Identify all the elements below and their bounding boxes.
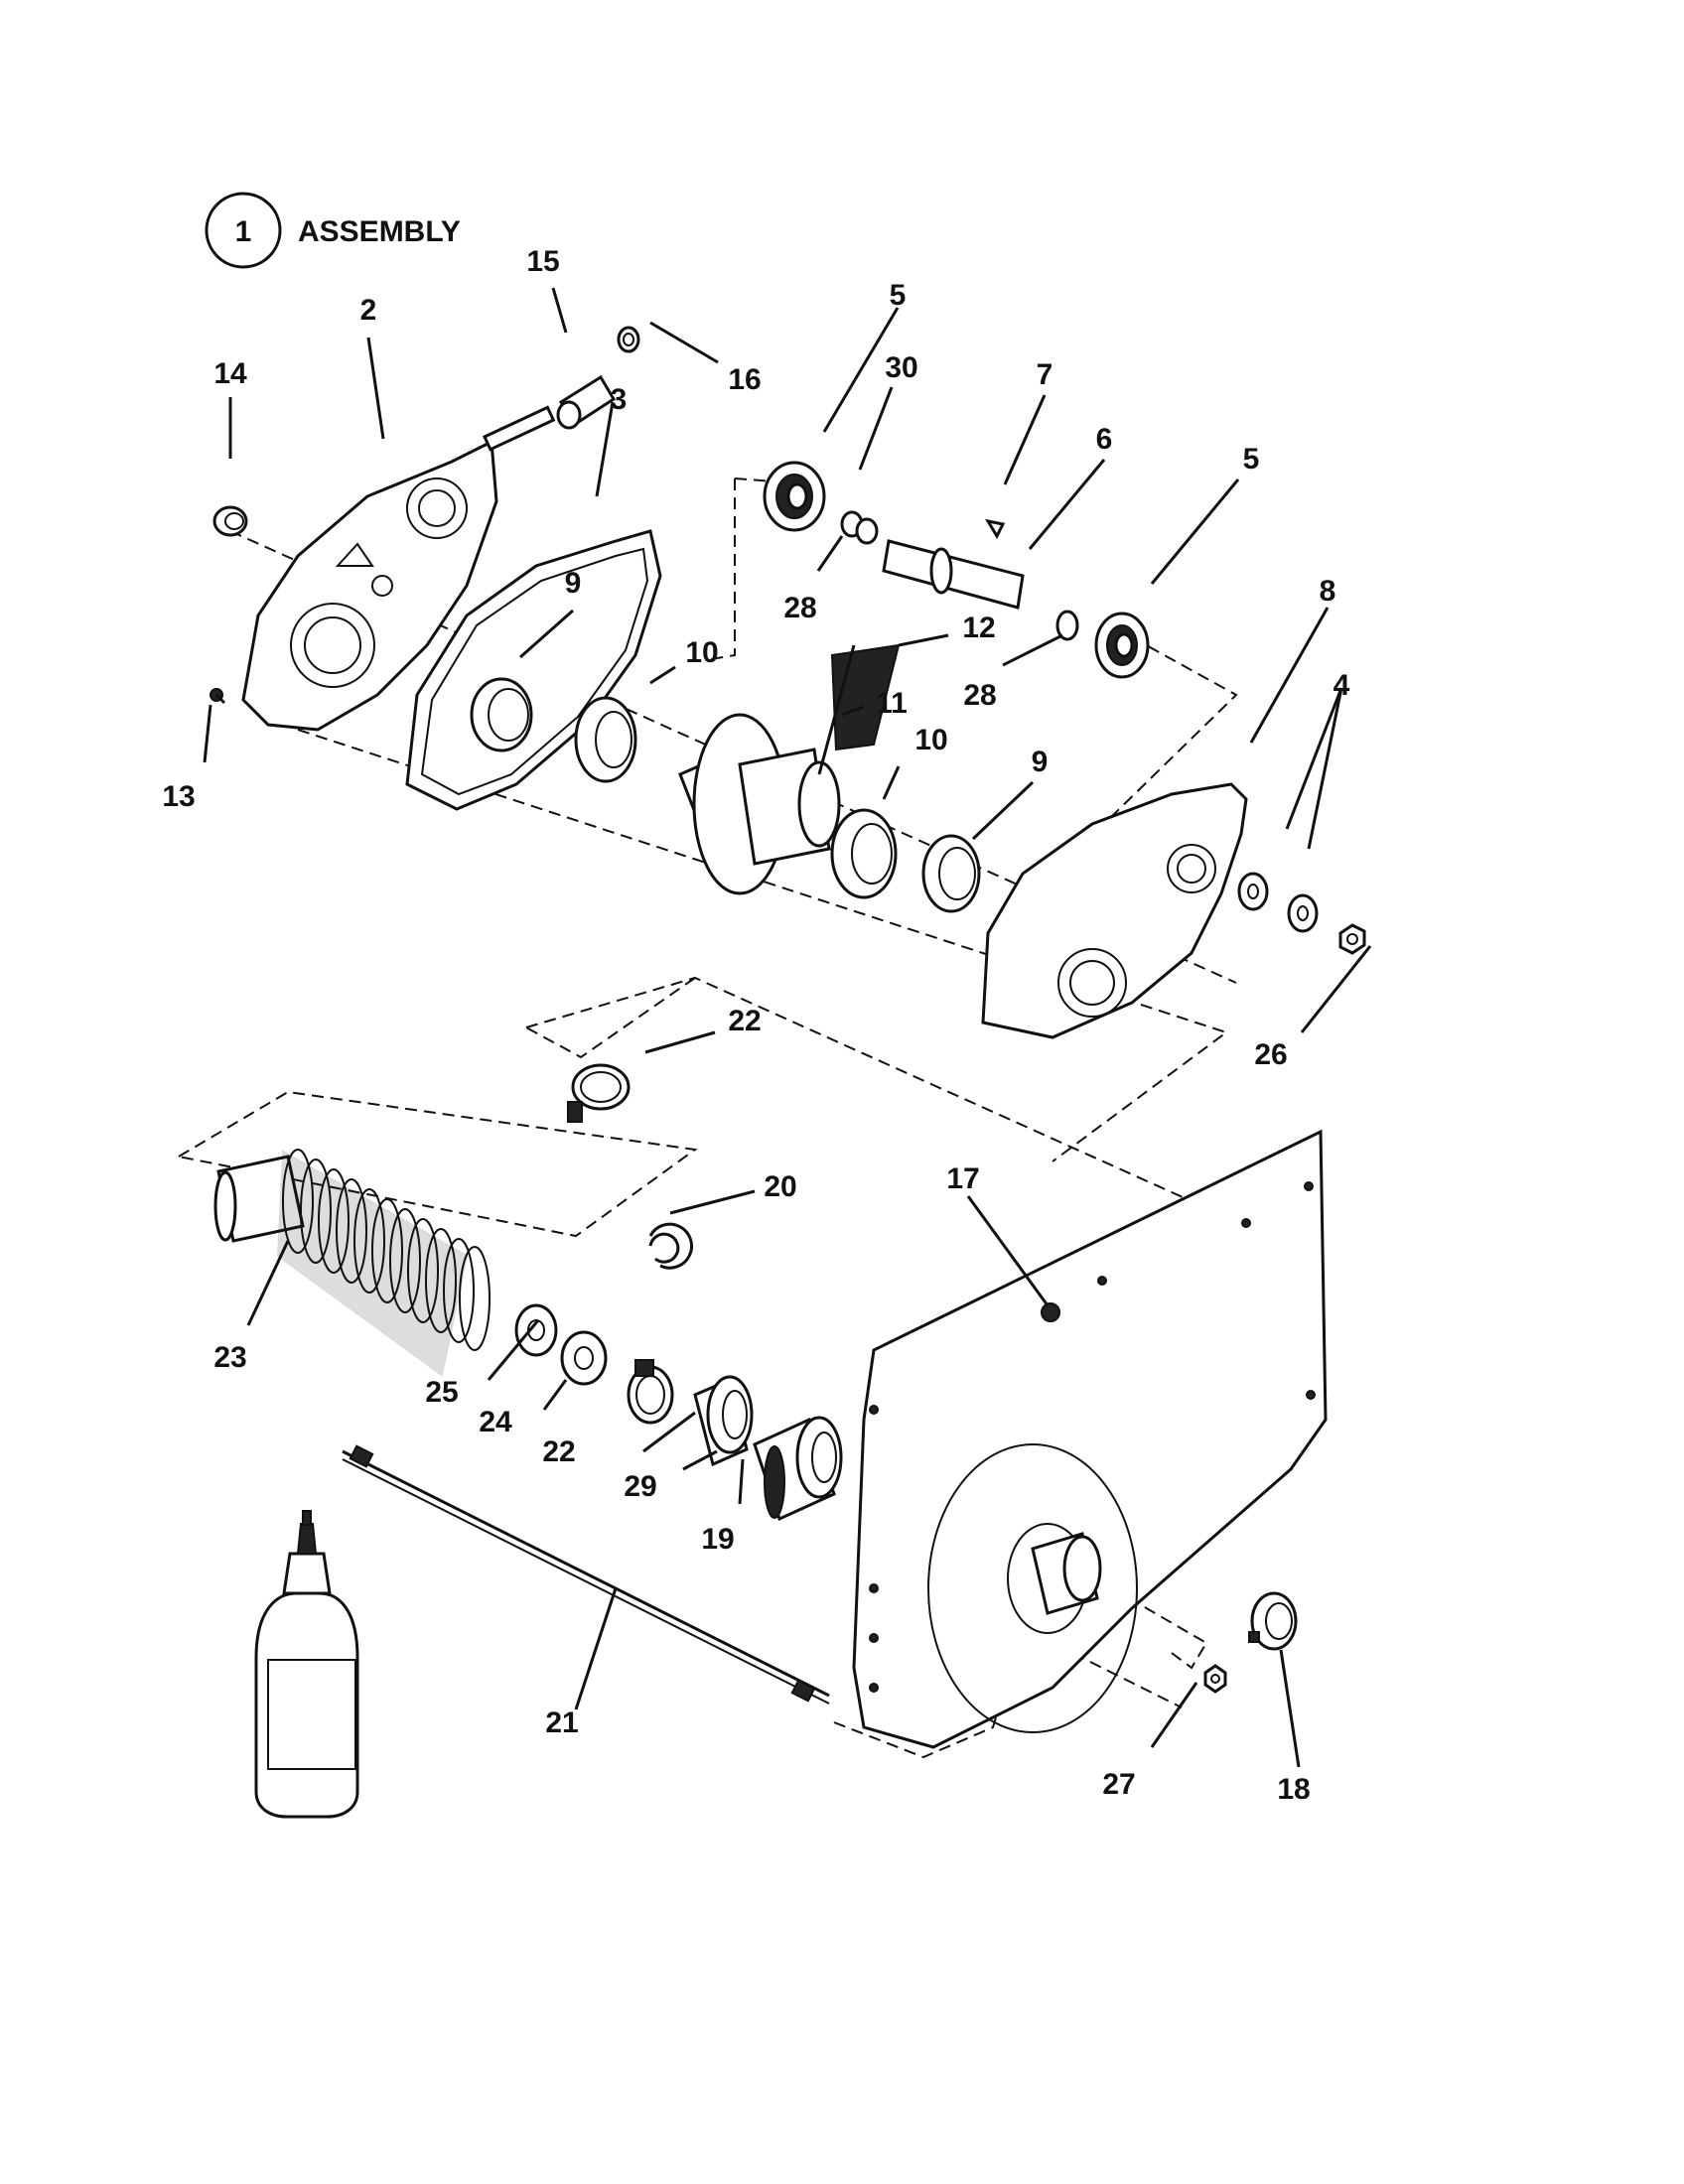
callout-17: 17 [946, 1162, 979, 1195]
part-22-clamp-upper [567, 1063, 631, 1123]
callout-25: 25 [425, 1376, 458, 1409]
part-19-bearing-sleeve [753, 1416, 843, 1522]
part-6-shaft [882, 539, 1025, 610]
callout-12: 12 [962, 612, 995, 644]
assembly-header: 1 ASSEMBLY [205, 192, 461, 269]
part-20-retaining-ring [648, 1222, 693, 1270]
part-23-boot [213, 1149, 491, 1377]
callout-15: 15 [526, 245, 559, 278]
part-5-bearing-left [763, 461, 826, 532]
assembly-number: 1 [235, 215, 252, 248]
part-8-housing-half [981, 782, 1248, 1039]
part-4-washers [1237, 872, 1319, 933]
callout-6: 6 [1096, 423, 1113, 456]
callout-7: 7 [1037, 358, 1053, 391]
part-18-flange-bearing [1248, 1591, 1298, 1651]
callout-22-upper: 22 [728, 1005, 761, 1037]
callout-9-left: 9 [565, 567, 582, 600]
callout-27: 27 [1102, 1768, 1135, 1801]
callout-22-lower: 22 [542, 1435, 575, 1468]
callout-20: 20 [764, 1170, 796, 1203]
part-11-sprocket [678, 713, 841, 895]
callout-30: 30 [885, 351, 917, 384]
part-29-bushing [693, 1375, 754, 1467]
part-25-shim [514, 1303, 558, 1357]
assembly-title: ASSEMBLY [298, 215, 461, 248]
callout-10-right: 10 [914, 724, 947, 756]
callout-28-right: 28 [963, 679, 996, 712]
part-5-bearing-right [1094, 612, 1150, 679]
part-22-clamp-lower [627, 1359, 674, 1425]
callout-16: 16 [728, 363, 761, 396]
part-9-bearing-left [470, 677, 533, 752]
part-13-fitting [210, 688, 226, 705]
callout-28-left: 28 [783, 592, 816, 624]
part-26-nut [1338, 923, 1366, 955]
callout-2: 2 [360, 294, 377, 327]
part-14-plug [212, 505, 248, 537]
part-10-seal-right [830, 808, 898, 899]
part-9-bearing-right [921, 834, 981, 913]
assembly-number-circle [205, 192, 282, 269]
callout-8: 8 [1320, 575, 1336, 608]
callout-5-right: 5 [1243, 443, 1260, 476]
callout-19: 19 [701, 1523, 734, 1556]
part-28-washer-right [1055, 610, 1079, 641]
part-3-gasket [405, 529, 662, 811]
leader-lines [203, 287, 1372, 1768]
callout-labels: 2 3 4 5 5 6 7 8 9 9 10 10 11 12 13 14 15… [162, 245, 1349, 1806]
callout-21: 21 [545, 1706, 578, 1739]
callout-18: 18 [1277, 1773, 1310, 1806]
callout-10-left: 10 [685, 636, 718, 669]
callout-13: 13 [162, 780, 195, 813]
part-7-key [984, 518, 1006, 540]
part-21-rod [342, 1444, 830, 1705]
part-12-worm-gear [817, 643, 901, 775]
part-2-housing-half [241, 405, 556, 732]
callout-24: 24 [479, 1406, 512, 1438]
callout-23: 23 [213, 1341, 246, 1374]
part-16-ring [617, 326, 640, 353]
callout-11: 11 [876, 687, 908, 720]
callout-14: 14 [213, 357, 247, 390]
lubricant-bottle-icon [254, 1510, 359, 1819]
part-15-spacer [556, 374, 617, 430]
callout-9-right: 9 [1032, 746, 1049, 778]
part-10-seal-left [574, 696, 637, 783]
callout-3: 3 [611, 383, 628, 416]
part-30-washer [855, 517, 879, 545]
part-17-mounting-plate [852, 1129, 1328, 1749]
callout-29: 29 [624, 1470, 656, 1503]
callout-26: 26 [1254, 1038, 1287, 1071]
part-27-nut [1203, 1664, 1227, 1694]
callout-5-left: 5 [890, 279, 907, 312]
part-24-washer [560, 1330, 608, 1386]
callout-4: 4 [1333, 669, 1350, 702]
